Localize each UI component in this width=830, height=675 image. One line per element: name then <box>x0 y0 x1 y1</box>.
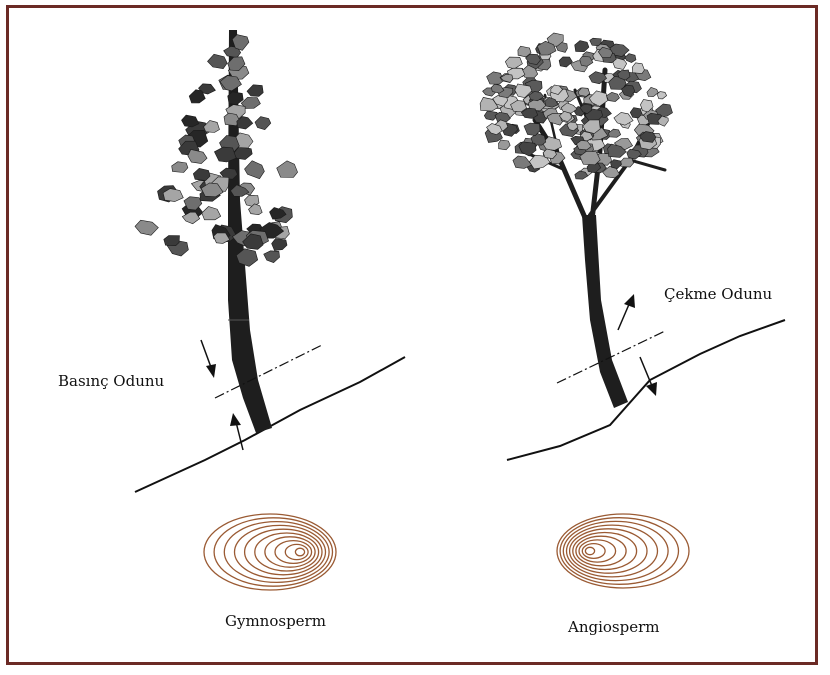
slope-line-right <box>507 320 785 460</box>
angiosperm-growth-rings <box>557 514 689 588</box>
leaf-cluster <box>245 161 265 179</box>
angiosperm-trunk <box>582 215 628 408</box>
leaf-cluster <box>609 129 621 137</box>
growth-ring <box>275 541 312 564</box>
compression-wood-label: Basınç Odunu <box>58 372 164 390</box>
leaf-cluster <box>519 142 536 156</box>
gymnosperm-growth-rings <box>204 514 336 590</box>
leaf-cluster <box>559 57 572 67</box>
growth-ring <box>557 514 689 588</box>
leaf-cluster <box>214 147 236 162</box>
leaf-cluster <box>188 150 207 164</box>
leaf-cluster <box>208 54 228 68</box>
leaf-cluster <box>172 162 188 173</box>
leaf-cluster <box>204 120 220 132</box>
growth-ring <box>224 522 329 583</box>
compression-arrow-down <box>201 340 216 378</box>
leaf-cluster <box>505 57 522 69</box>
leaf-cluster <box>277 161 298 178</box>
leaf-cluster <box>620 158 633 167</box>
leaf-cluster <box>202 207 221 220</box>
leaf-cluster <box>272 238 287 250</box>
tension-arrow-down <box>640 357 657 396</box>
leaf-cluster <box>164 236 180 246</box>
leaf-cluster <box>264 251 280 263</box>
gymnosperm-scene <box>135 30 405 590</box>
broadleaf-foliage <box>480 33 672 179</box>
leaf-cluster <box>590 38 602 46</box>
leaf-cluster <box>625 54 636 63</box>
leaf-cluster <box>193 168 210 180</box>
leaf-cluster <box>228 92 244 105</box>
leaf-cluster <box>135 220 158 235</box>
compression-dash-line <box>215 345 322 398</box>
leaf-cluster <box>247 85 263 97</box>
leaf-cluster <box>606 92 619 101</box>
growth-ring <box>295 548 304 556</box>
leaf-cluster <box>513 156 532 168</box>
leaf-cluster <box>575 41 589 52</box>
tension-arrow-up <box>618 294 635 330</box>
leaf-cluster <box>632 63 644 74</box>
leaf-cluster <box>182 115 199 127</box>
leaf-cluster <box>499 140 511 150</box>
leaf-cluster <box>611 160 622 169</box>
growth-ring <box>245 529 322 575</box>
leaf-cluster <box>614 112 633 125</box>
tension-wood-label: Çekme Odunu <box>664 285 772 303</box>
growth-ring <box>579 540 616 562</box>
angiosperm-scene <box>480 33 785 588</box>
conifer-foliage <box>135 35 298 267</box>
growth-ring <box>585 547 594 554</box>
growth-ring <box>560 518 678 585</box>
leaf-cluster <box>255 117 271 130</box>
leaf-cluster <box>647 87 658 96</box>
leaf-cluster <box>491 84 504 93</box>
angiosperm-label: Angiosperm <box>568 618 660 636</box>
gymnosperm-label: Gymnosperm <box>225 612 326 630</box>
growth-ring <box>570 529 647 573</box>
